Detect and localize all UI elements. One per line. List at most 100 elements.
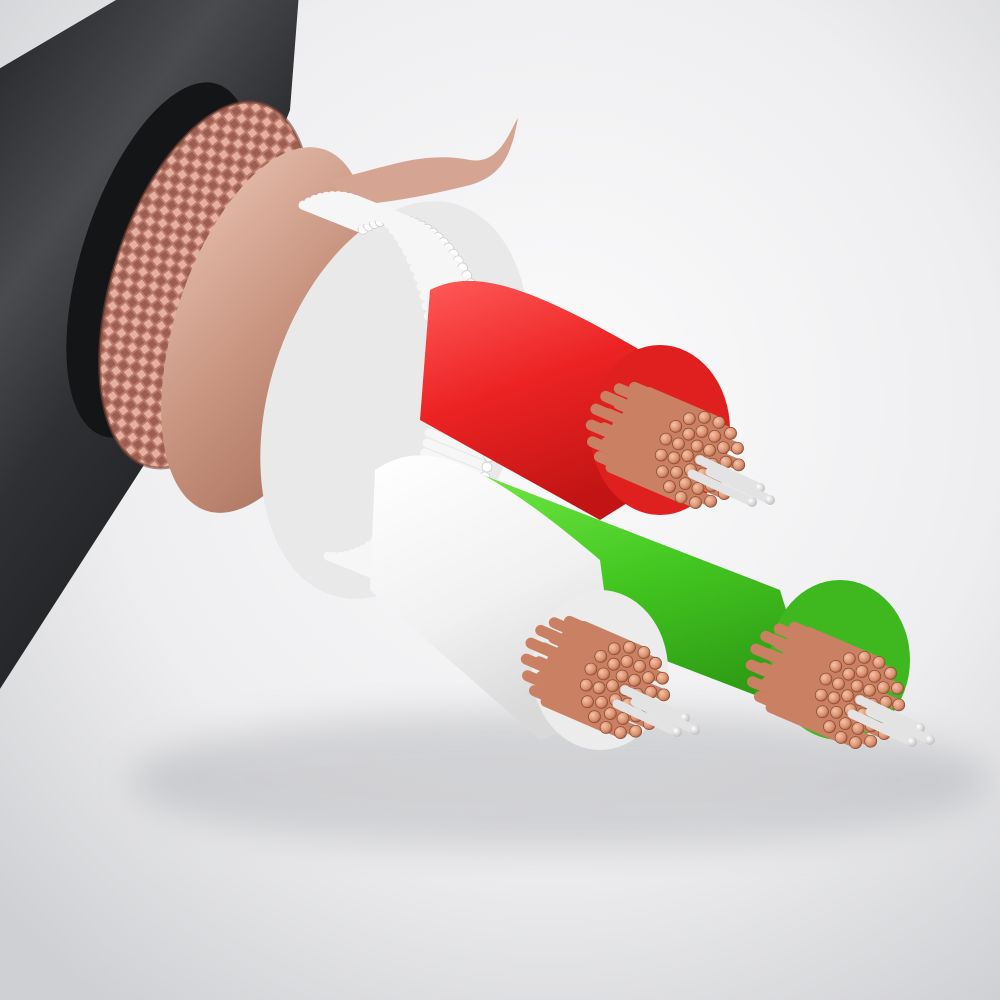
copper-strand-end — [690, 439, 704, 453]
tinned-strand — [705, 467, 775, 505]
copper-strand-end — [681, 449, 694, 463]
copper-strand-end — [663, 480, 676, 494]
tinned-strand — [865, 707, 935, 745]
copper-strand-end — [703, 443, 716, 457]
copper-strand-end — [629, 724, 643, 738]
copper-strand-end — [628, 673, 641, 687]
copper-strand-end — [834, 731, 848, 744]
copper-strand-end — [579, 678, 593, 692]
tinned-strand-end — [672, 727, 682, 737]
red-core — [420, 280, 775, 520]
cable-shadow — [130, 710, 990, 850]
copper-strand-end — [682, 427, 696, 441]
copper-strand-end — [838, 717, 852, 731]
tinned-strand-end — [747, 497, 757, 507]
copper-strand — [753, 691, 835, 733]
copper-strand — [745, 659, 827, 701]
copper-strand-end — [877, 681, 890, 695]
copper-strand — [521, 670, 593, 708]
copper-strand-end — [868, 669, 882, 683]
copper-strand-end — [615, 669, 629, 683]
copper-strand-end — [603, 707, 617, 721]
copper-strand-end — [731, 441, 744, 455]
copper-strand-end — [827, 691, 841, 705]
tinned-strand — [630, 697, 700, 735]
copper-strand-end — [672, 437, 685, 451]
copper-strand-end — [657, 688, 671, 702]
copper-strand-end — [819, 672, 833, 686]
copper-strand — [590, 403, 672, 445]
copper-strand-end — [842, 667, 856, 681]
filler-strand — [406, 255, 476, 289]
copper-strand-end — [656, 465, 669, 479]
tinned-strand — [620, 685, 690, 723]
copper-strand-end — [595, 695, 608, 709]
copper-strand-end — [717, 441, 730, 455]
copper-strand-end — [674, 491, 688, 504]
copper-strand-end — [620, 655, 634, 668]
copper-strand — [593, 451, 675, 493]
copper-strand-end — [891, 681, 904, 695]
copper-strand-end — [633, 659, 647, 673]
green-core-strands — [745, 621, 935, 750]
copper-strand-end — [884, 666, 897, 680]
copper-strand-end — [592, 681, 606, 695]
copper-strand-end — [606, 679, 619, 693]
filler-strand — [424, 428, 494, 462]
copper-strand-end — [695, 425, 709, 438]
copper-strand-end — [698, 410, 711, 424]
copper-strand-end — [588, 710, 601, 724]
copper-strand-end — [829, 659, 843, 673]
copper-strand-end — [892, 698, 906, 712]
copper-strand-end — [849, 736, 862, 750]
tinned-strand — [855, 695, 925, 733]
copper-strand-end — [851, 722, 865, 735]
filler-strand — [304, 197, 374, 231]
copper-strand — [525, 637, 597, 675]
filler-strand — [393, 232, 463, 266]
copper-strand-end — [678, 477, 692, 491]
tinned-strand — [687, 469, 757, 507]
copper-strand-end — [823, 720, 836, 734]
copper-strand-end — [682, 412, 696, 426]
copper-strand-end — [830, 705, 843, 719]
copper-strand-end — [689, 496, 702, 510]
copper-strand-end — [863, 683, 876, 697]
copper-strand-end — [864, 734, 878, 748]
copper-strand-end — [712, 416, 726, 429]
copper-strand-end — [614, 726, 627, 740]
copper-strand-end — [832, 677, 845, 691]
copper-strand-end — [584, 662, 598, 676]
copper-strand-end — [855, 665, 869, 678]
copper-strand-end — [623, 640, 636, 654]
copper-strand-end — [669, 419, 683, 433]
copper-strand-end — [654, 448, 668, 462]
copper-strand-end — [858, 650, 871, 664]
tinned-strand — [847, 709, 917, 747]
white-core-strands — [520, 615, 700, 740]
copper-strand — [750, 643, 832, 685]
filler-strand — [298, 200, 368, 234]
copper-strand-end — [656, 671, 669, 685]
copper-strand-end — [659, 432, 673, 446]
copper-strand-end — [649, 656, 662, 670]
filler-strand — [398, 239, 468, 273]
copper-strand-end — [581, 695, 594, 709]
filler-strand — [402, 247, 472, 281]
white-core — [370, 455, 700, 750]
copper-strand — [585, 419, 667, 461]
copper-strand-end — [594, 649, 608, 663]
copper-strand — [520, 653, 592, 691]
copper-strand-end — [642, 671, 655, 685]
copper-strand-end — [607, 657, 621, 671]
tinned-strand-end — [907, 737, 917, 747]
copper-strand-end — [724, 426, 737, 440]
tinned-strand-end — [765, 495, 775, 505]
copper-strand-end — [691, 482, 705, 495]
copper-strand-end — [597, 667, 610, 681]
copper-strand — [535, 624, 607, 662]
copper-strand-end — [607, 642, 621, 656]
tinned-strand — [695, 455, 765, 493]
copper-strand-end — [872, 656, 886, 669]
